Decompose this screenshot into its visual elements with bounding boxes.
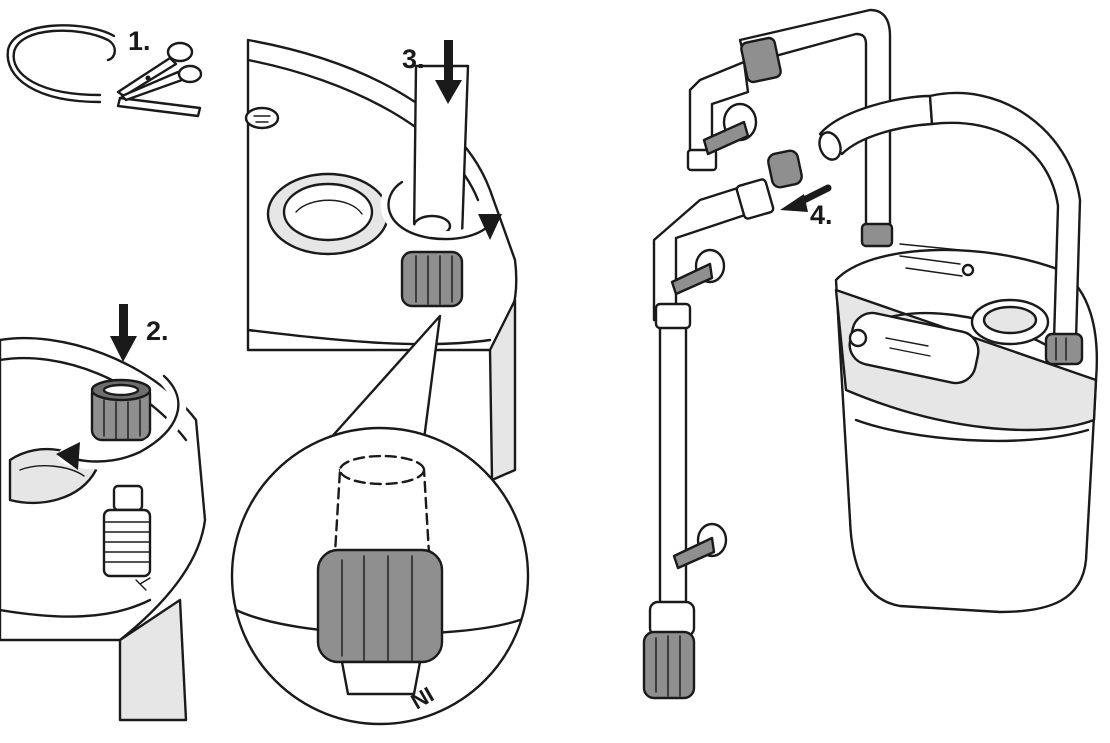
zoom-callout: IN: [230, 314, 530, 726]
return-hose: [928, 91, 1084, 366]
step-1-label: 1.: [128, 26, 151, 56]
intake-strainer: [642, 600, 696, 700]
step-2-label: 2.: [146, 316, 169, 346]
filter-head-step2: [0, 336, 207, 642]
arrow-4-icon: [780, 184, 832, 212]
bowl-opening: [266, 172, 390, 256]
tubing-cut-piece: [116, 96, 202, 118]
down-arrow-icon: [110, 304, 137, 362]
loose-connector-nut: [767, 94, 934, 189]
inlet-connector: [102, 484, 152, 591]
step-3-label: 3.: [402, 44, 425, 74]
suction-clip-upper: [702, 102, 758, 156]
step-4-panel: 4.: [642, 8, 1099, 700]
step-4-label: 4.: [810, 200, 833, 230]
canister-filter: [834, 222, 1099, 614]
step-1-panel: 1.: [6, 24, 203, 118]
intake-pipe: [652, 178, 775, 606]
connector-nut: [90, 378, 152, 442]
step-3-panel: 3. IN: [230, 38, 530, 726]
rotate-arrow-icon: [56, 368, 187, 470]
down-arrow-icon-3: [435, 40, 462, 104]
hose-tube: [412, 64, 470, 238]
step-2-panel: 2.: [0, 304, 207, 722]
scissors-icon: [116, 41, 203, 102]
rotate-arrow-icon-3: [380, 174, 502, 247]
loose-tubing-coil: [12, 29, 116, 97]
